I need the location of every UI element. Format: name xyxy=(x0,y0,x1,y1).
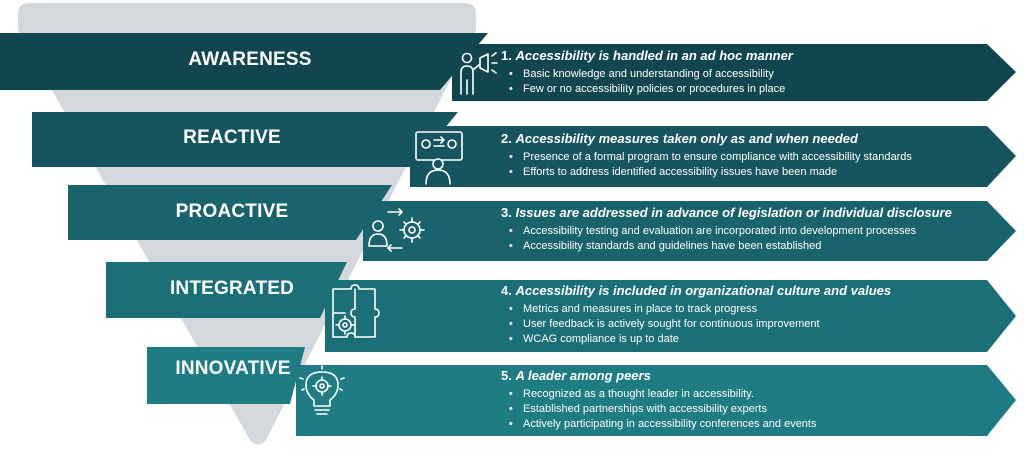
band-3 xyxy=(68,185,392,240)
bullet-list-4: Metrics and measures in place to track p… xyxy=(501,302,891,347)
level-title-4: 4. Accessibility is included in organiza… xyxy=(501,283,892,298)
person-presentation-icon xyxy=(415,131,463,185)
band-2 xyxy=(32,112,458,167)
level-title-5: 5. A leader among peers xyxy=(501,368,651,383)
bullet-item: Actively participating in accessibility … xyxy=(509,417,817,432)
level-description-4: 4. Accessibility is included in organiza… xyxy=(501,283,891,347)
bullet-item: WCAG compliance is up to date xyxy=(509,332,891,347)
level-description-2: 2. Accessibility measures taken only as … xyxy=(501,131,912,180)
bullet-list-1: Basic knowledge and understanding of acc… xyxy=(501,67,793,97)
lightbulb-gear-icon xyxy=(299,365,345,415)
bullet-item: Accessibility testing and evaluation are… xyxy=(509,224,952,239)
bullet-item: Efforts to address identified accessibil… xyxy=(509,165,912,180)
person-gear-icon xyxy=(368,208,425,252)
level-label-integrated: INTEGRATED xyxy=(169,278,295,299)
band-5 xyxy=(147,347,305,404)
level-title-1: 1. Accessibility is handled in an ad hoc… xyxy=(501,48,793,63)
bullet-item: Accessibility standards and guidelines h… xyxy=(509,239,952,254)
bullet-item: User feedback is actively sought for con… xyxy=(509,317,891,332)
level-title-2: 2. Accessibility measures taken only as … xyxy=(501,131,858,146)
level-label-awareness: AWARENESS xyxy=(188,49,312,70)
bullet-list-3: Accessibility testing and evaluation are… xyxy=(501,224,952,254)
level-label-reactive: REACTIVE xyxy=(183,127,281,148)
level-title-3: 3. Issues are addressed in advance of le… xyxy=(501,205,952,220)
band-1 xyxy=(0,33,488,90)
bullet-item: Established partnerships with accessibil… xyxy=(509,402,816,417)
level-description-3: 3. Issues are addressed in advance of le… xyxy=(501,205,952,254)
level-description-5: 5. A leader among peers Recognized as a … xyxy=(501,368,816,432)
puzzle-gear-icon xyxy=(332,284,380,338)
bullet-item: Metrics and measures in place to track p… xyxy=(509,302,891,317)
bullet-item: Few or no accessibility policies or proc… xyxy=(509,82,793,97)
megaphone-person-icon xyxy=(460,52,498,95)
bullet-item: Presence of a formal program to ensure c… xyxy=(509,150,912,165)
level-description-1: 1. Accessibility is handled in an ad hoc… xyxy=(501,48,793,97)
bullet-item: Basic knowledge and understanding of acc… xyxy=(509,67,793,82)
bullet-list-2: Presence of a formal program to ensure c… xyxy=(501,150,912,180)
bullet-item: Recognized as a thought leader in access… xyxy=(509,387,816,402)
level-label-proactive: PROACTIVE xyxy=(175,201,289,222)
bullet-list-5: Recognized as a thought leader in access… xyxy=(501,387,817,432)
level-label-innovative: INNOVATIVE xyxy=(175,358,291,379)
band-4 xyxy=(106,262,347,318)
